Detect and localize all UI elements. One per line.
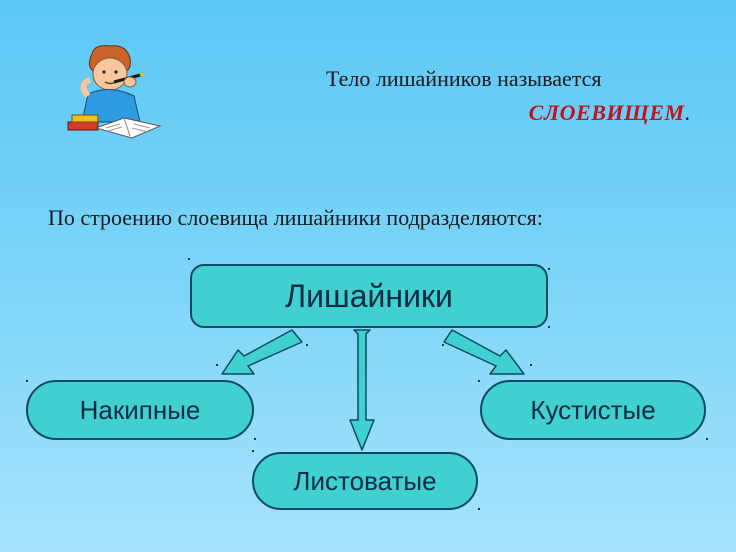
arrow-to-center-node <box>349 329 375 451</box>
child-node-crustose: Накипные <box>26 380 254 440</box>
handle-dot <box>216 364 218 366</box>
root-node: Лишайники <box>190 264 548 328</box>
handle-dot <box>478 508 480 510</box>
handle-dot <box>548 268 550 270</box>
term-period: . <box>684 100 691 125</box>
handle-dot <box>530 364 532 366</box>
term-line: СЛОЕВИЩЕМ. <box>529 100 690 126</box>
arrow-to-right-node <box>443 329 525 375</box>
child-node-fruticose: Кустистые <box>480 380 706 440</box>
handle-dot <box>548 326 550 328</box>
arrow-to-left-node <box>221 329 303 375</box>
boy-reading-book-icon <box>67 45 162 139</box>
handle-dot <box>188 258 190 260</box>
handle-dot <box>254 438 256 440</box>
child-node-foliose: Листоватые <box>252 452 478 510</box>
handle-dot <box>26 380 28 382</box>
handle-dot <box>442 344 444 346</box>
term-highlight: СЛОЕВИЩЕМ <box>528 100 685 125</box>
subtitle: По строению слоевища лишайники подраздел… <box>48 205 543 230</box>
handle-dot <box>706 438 708 440</box>
handle-dot <box>306 344 308 346</box>
handle-dot <box>478 380 480 382</box>
heading-line: Тело лишайников называется <box>326 66 602 91</box>
handle-dot <box>252 450 254 452</box>
